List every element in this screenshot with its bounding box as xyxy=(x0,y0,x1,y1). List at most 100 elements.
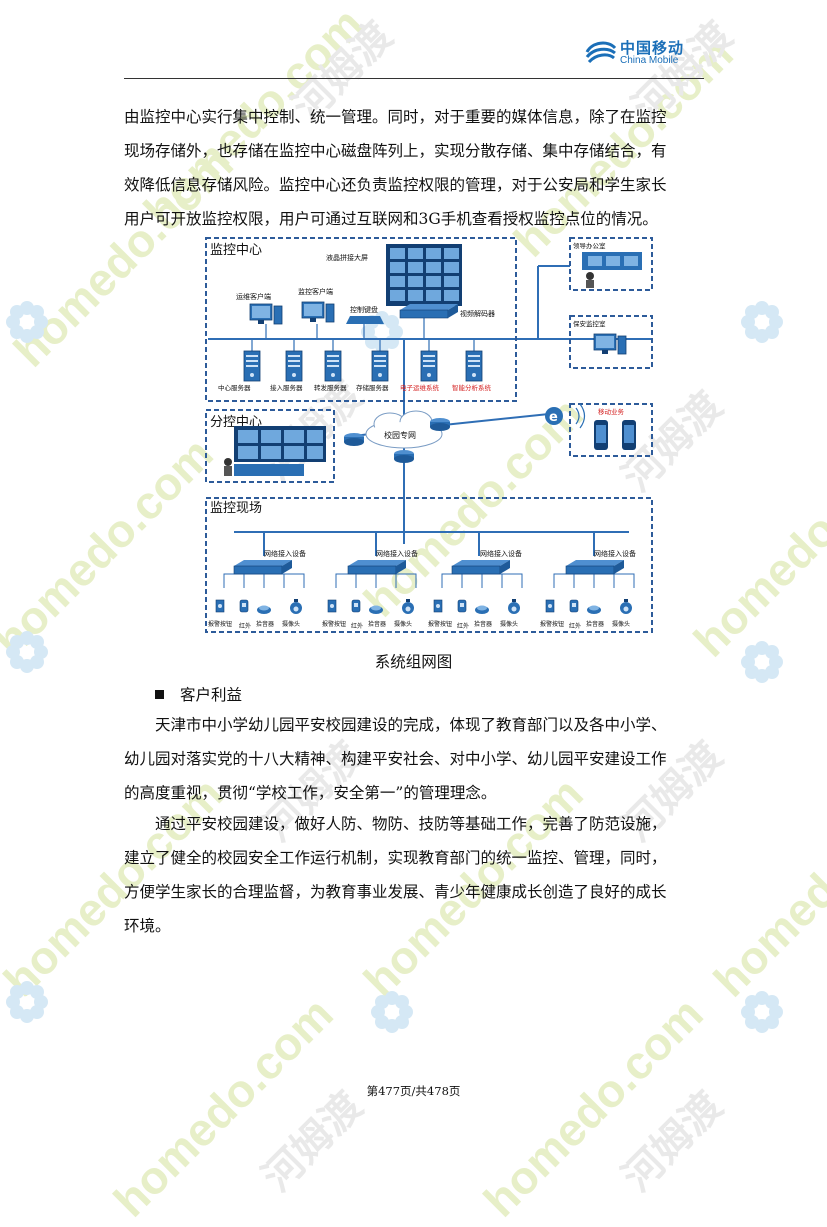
watermark-flower-icon xyxy=(741,301,783,343)
access-device-label: 网络接入设备 xyxy=(480,549,522,558)
section-title: 客户利益 xyxy=(180,686,243,704)
wireless-icon xyxy=(575,403,586,429)
benefit-paragraph-2: 通过平安校园建设，做好人防、物防、技防等基础工作，完善了防范设施， 建立了健全的… xyxy=(124,807,704,943)
header-divider xyxy=(124,78,704,79)
security-room-label: 保安监控室 xyxy=(573,319,606,328)
site-device-label: 报警按钮 xyxy=(322,620,346,628)
site-device-label: 摄像头 xyxy=(612,620,630,628)
campus-network-cloud xyxy=(365,410,443,449)
server-label: 接入服务器 xyxy=(270,383,303,392)
access-switch xyxy=(565,559,625,575)
control-keyboard-label: 控制键盘 xyxy=(350,305,378,314)
monitor-client-label: 监控客户端 xyxy=(298,287,333,296)
access-switch xyxy=(451,559,511,575)
monitoring-center-region xyxy=(205,237,517,402)
svg-text:e: e xyxy=(549,410,558,425)
site-device-label: 摄像头 xyxy=(500,620,518,628)
leader-office-label: 领导办公室 xyxy=(573,241,606,250)
monitoring-center-title: 监控中心 xyxy=(210,243,262,258)
section-heading: 客户利益 xyxy=(155,683,242,705)
site-device-label: 报警按钮 xyxy=(208,620,232,628)
watermark-text: homedo.com xyxy=(683,427,827,667)
text-line: 方便学生家长的合理监督，为教育事业发展、青少年健康成长创造了良好的成长 xyxy=(124,883,667,901)
router xyxy=(394,450,414,463)
access-device-label: 网络接入设备 xyxy=(376,549,418,558)
ops-client-label: 运维客户端 xyxy=(236,292,271,301)
site-device-label: 拾音器 xyxy=(586,620,604,628)
mobile-service-label: 移动业务 xyxy=(598,407,625,416)
router xyxy=(344,433,364,446)
leader-office-region xyxy=(569,237,653,291)
site-region xyxy=(205,497,653,633)
server-label: 转发服务器 xyxy=(314,383,347,392)
ops-client-pc xyxy=(249,303,283,325)
campus-network-label: 校园专网 xyxy=(384,430,416,440)
text-line: 由监控中心实行集中控制、统一管理。同时，对于重要的媒体信息，除了在监控 xyxy=(124,108,667,126)
text-line: 现场存储外，也存储在监控中心磁盘阵列上，实现分散存储、集中存储结合，有 xyxy=(124,142,667,160)
branch-center-region xyxy=(205,409,335,483)
access-device-label: 网络接入设备 xyxy=(594,549,636,558)
center-server xyxy=(243,350,261,382)
text-line: 效降低信息存储风险。监控中心还负责监控权限的管理，对于公安局和学生家长 xyxy=(124,176,667,194)
text-line: 天津市中小学幼儿园平安校园建设的完成，体现了教育部门以及各中小学、 xyxy=(155,716,667,734)
watermark-flower-icon xyxy=(6,301,48,343)
text-line: 用户可开放监控权限，用户可通过互联网和3G手机查看授权监控点位的情况。 xyxy=(124,210,658,228)
text-line: 的高度重视，贯彻“学校工作，安全第一”的管理理念。 xyxy=(124,784,497,802)
page-footer: 第477页/共478页 xyxy=(366,1084,461,1098)
text-line: 幼儿园对落实党的十八大精神、构建平安社会、对中小学、幼儿园平安建设工作 xyxy=(124,750,667,768)
monitor-client-pc xyxy=(301,301,335,323)
watermark-text: homedo.com xyxy=(703,767,827,1007)
text-line: 环境。 xyxy=(124,917,171,935)
logo-chinese-text: 中国移动 xyxy=(620,39,685,57)
site-device-label: 报警按钮 xyxy=(428,620,452,628)
site-device-label: 红外 xyxy=(239,622,251,630)
site-device-label: 摄像头 xyxy=(394,620,412,628)
forward-server xyxy=(324,350,342,382)
red-system-label: 电子运维系统 xyxy=(400,383,440,392)
site-device-label: 拾音器 xyxy=(474,620,492,628)
control-keyboard xyxy=(346,316,384,324)
mobile-phone-icon xyxy=(594,420,636,450)
watermark-text: homedo.com xyxy=(103,987,343,1227)
watermark-text: homedo.com xyxy=(0,427,223,667)
china-mobile-logo: 中国移动 China Mobile xyxy=(584,36,704,70)
network-diagram: 监控中心 分控中心 监控现场 液晶拼接大屏 运维客户端 监控客户端 控制键盘 视… xyxy=(205,237,653,633)
watermark-flower-icon xyxy=(6,981,48,1023)
access-device-label: 网络接入设备 xyxy=(264,549,306,558)
server-label: 存储服务器 xyxy=(356,383,389,392)
mobile-service-region xyxy=(569,403,653,457)
site-device-label: 拾音器 xyxy=(368,620,386,628)
site-device-label: 拾音器 xyxy=(256,620,274,628)
site-device-label: 红外 xyxy=(351,622,363,630)
logo-english-text: China Mobile xyxy=(620,55,679,66)
security-room-region xyxy=(569,315,653,369)
access-server xyxy=(285,350,303,382)
security-room-pc xyxy=(593,333,627,355)
analysis-server xyxy=(465,350,483,382)
china-mobile-logo-icon xyxy=(585,41,617,64)
bullet-square-icon xyxy=(155,690,164,699)
red-system-label: 智能分析系统 xyxy=(452,383,492,392)
site-device-label: 红外 xyxy=(457,622,469,630)
watermark-flower-icon xyxy=(371,991,413,1033)
video-wall xyxy=(386,244,462,306)
intro-paragraph: 由监控中心实行集中控制、统一管理。同时，对于重要的媒体信息，除了在监控 现场存储… xyxy=(124,100,704,236)
benefit-paragraph-1: 天津市中小学幼儿园平安校园建设的完成，体现了教育部门以及各中小学、 幼儿园对落实… xyxy=(124,708,704,810)
video-decoder-label: 视频解码器 xyxy=(460,309,495,318)
text-line: 建立了健全的校园安全工作运行机制，实现教育部门的统一监控、管理，同时， xyxy=(124,849,667,867)
figure-caption: 系统组网图 xyxy=(374,653,453,671)
site-device-label: 报警按钮 xyxy=(540,620,564,628)
video-decoder xyxy=(399,303,459,319)
router xyxy=(430,418,450,431)
ops-system-server xyxy=(420,350,438,382)
leader-office-illustration xyxy=(582,252,642,288)
video-wall-label: 液晶拼接大屏 xyxy=(326,253,368,262)
watermark-text: homedo.com xyxy=(473,987,713,1227)
server-label: 中心服务器 xyxy=(218,383,251,392)
site-title: 监控现场 xyxy=(210,501,262,516)
access-switch xyxy=(233,559,293,575)
site-device-label: 摄像头 xyxy=(282,620,300,628)
internet-icon: e xyxy=(545,407,563,425)
watermark-flower-icon xyxy=(741,991,783,1033)
site-device-label: 红外 xyxy=(569,622,581,630)
